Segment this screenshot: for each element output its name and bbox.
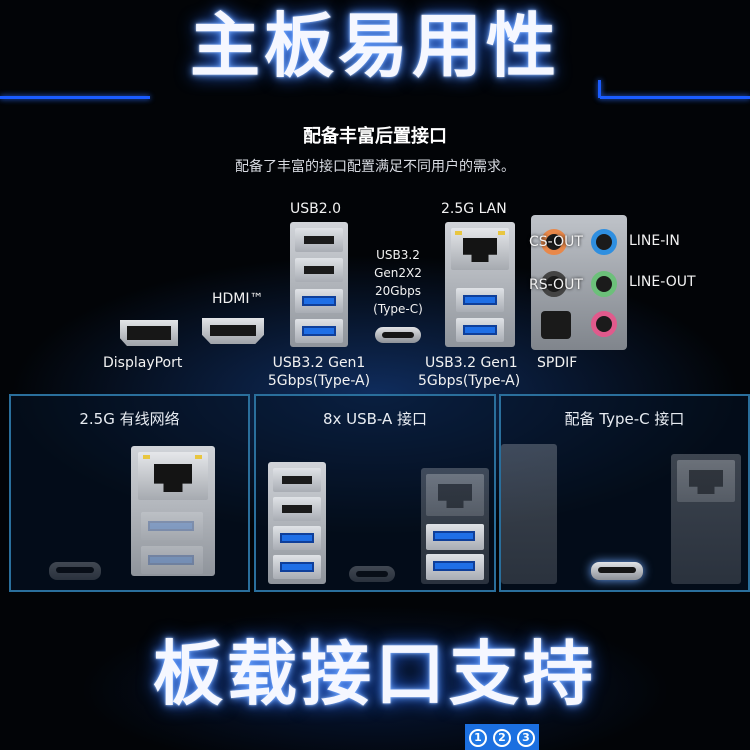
- usb-stack: [501, 444, 557, 584]
- audio-jack-icon: [541, 229, 567, 255]
- spdif-label: SPDIF: [537, 355, 578, 371]
- audio-jack-icon: [591, 311, 617, 337]
- section-description: 配备了丰富的接口配置满足不同用户的需求。: [235, 159, 515, 175]
- rj45-port-icon: [451, 228, 509, 270]
- usb-a-port-icon: [273, 497, 321, 521]
- usb-a-port-icon: [295, 258, 343, 282]
- section-title: 配备丰富后置接口: [303, 126, 447, 147]
- usb32-typec-label-line4: (Type-C): [373, 302, 423, 316]
- footer-title: 板载接口支持: [153, 633, 597, 715]
- badge-1: 1: [469, 729, 487, 747]
- usb-a-port-icon: [456, 288, 504, 312]
- badge-3: 3: [517, 729, 535, 747]
- decorative-line-left: [0, 96, 150, 99]
- decorative-line-accent: [598, 80, 601, 98]
- cs-out-label: CS-OUT: [529, 234, 583, 250]
- usb-c-port-icon: [349, 566, 395, 582]
- feature-panel-typec: 配备 Type-C 接口: [499, 394, 750, 592]
- usb-a-port-icon: [426, 524, 484, 550]
- usb-a-port-icon: [273, 468, 321, 492]
- feature-panel-usb-a: 8x USB-A 接口: [254, 394, 496, 592]
- usb-c-port-icon: [49, 562, 101, 580]
- usb32-typec-label-line1: USB3.2: [376, 248, 420, 262]
- line-in-label: LINE-IN: [629, 233, 680, 249]
- audio-jack-icon: [591, 229, 617, 255]
- usb-a-port-icon: [295, 319, 343, 343]
- lan-usb-stack: [671, 454, 741, 584]
- feature-panel-title: 8x USB-A 接口: [322, 410, 428, 428]
- displayport-icon: [120, 320, 178, 346]
- usb-a-port-icon: [295, 289, 343, 313]
- audio-panel: [531, 215, 627, 350]
- rj45-port-icon: [677, 460, 735, 502]
- rs-out-label: RS-OUT: [529, 277, 583, 293]
- usb-a-port-icon: [426, 554, 484, 580]
- spdif-port-icon: [541, 311, 571, 339]
- rj45-port-icon: [138, 452, 208, 500]
- audio-jack-icon: [541, 271, 567, 297]
- hdmi-label: HDMI™: [212, 291, 264, 307]
- page-title: 主板易用性: [190, 5, 560, 87]
- decorative-line-right: [600, 96, 750, 99]
- badge-2: 2: [493, 729, 511, 747]
- usb-a-port-icon: [456, 318, 504, 342]
- usb-a-port-icon: [295, 228, 343, 252]
- usb20-label: USB2.0: [290, 201, 342, 217]
- usb-c-port-icon: [591, 562, 643, 580]
- usb-a-port-icon: [273, 526, 321, 550]
- audio-jack-icon: [591, 271, 617, 297]
- usb-a-port-icon: [273, 555, 321, 579]
- rj45-port-icon: [426, 474, 484, 516]
- usb32-typec-label-line2: Gen2X2: [374, 266, 422, 280]
- usb32-gen1-left-label-line1: USB3.2 Gen1: [272, 355, 366, 371]
- line-out-label: LINE-OUT: [629, 274, 696, 290]
- usb32-gen1-left-label-line2: 5Gbps(Type-A): [267, 373, 371, 389]
- usb-a-port-icon: [141, 546, 203, 574]
- displayport-label: DisplayPort: [103, 355, 183, 371]
- usb32-typec-label-line3: 20Gbps: [374, 284, 422, 298]
- usb32-gen1-right-label-line1: USB3.2 Gen1: [425, 355, 518, 371]
- feature-panel-title: 2.5G 有线网络: [79, 410, 180, 428]
- usb32-gen1-right-label-line2: 5Gbps(Type-A): [418, 373, 521, 389]
- feature-panel-title: 配备 Type-C 接口: [564, 410, 685, 428]
- lan-label: 2.5G LAN: [441, 201, 507, 217]
- hdmi-port-icon: [202, 318, 264, 344]
- usb-a-port-icon: [141, 512, 203, 540]
- usb-c-port-icon: [375, 327, 421, 343]
- feature-panel-lan: 2.5G 有线网络: [9, 394, 250, 592]
